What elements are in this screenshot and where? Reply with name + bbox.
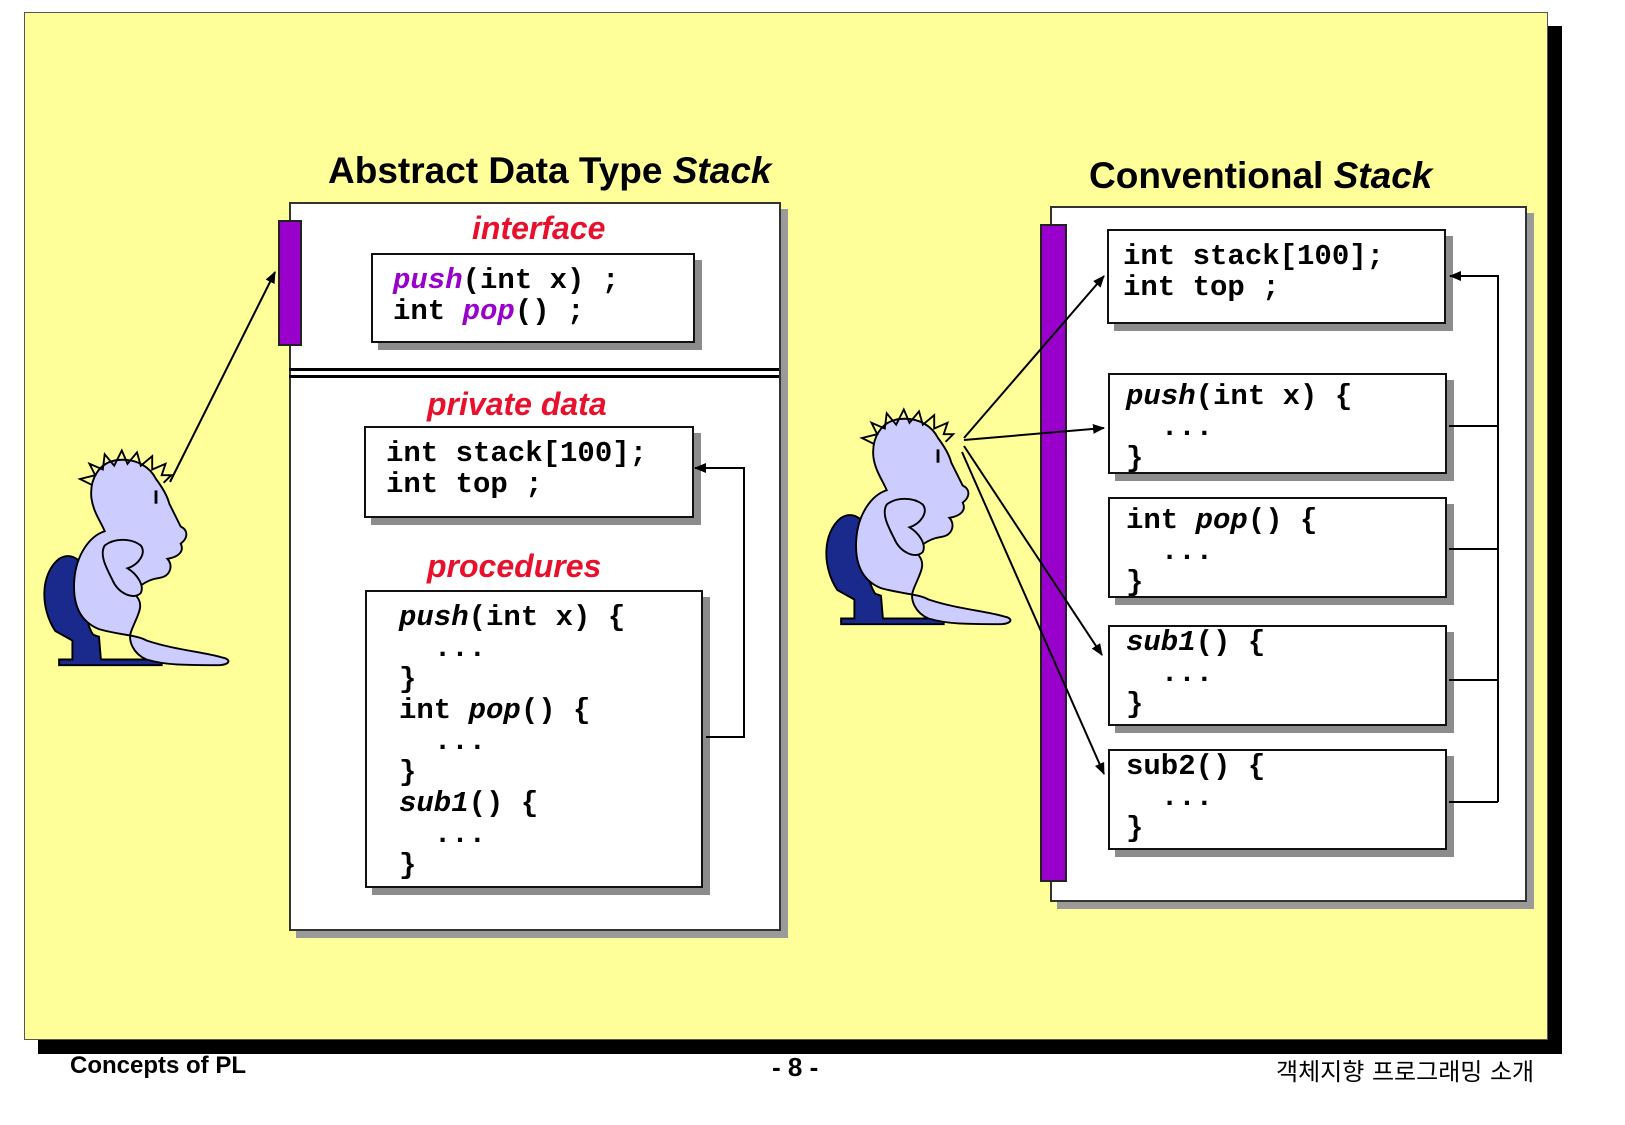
adt-title-prefix: Abstract Data Type <box>328 150 673 191</box>
conv-pop-rest: () { <box>1247 504 1318 537</box>
arrow-person-to-sub2 <box>961 451 1105 775</box>
arrow-procedures-to-conventional-data <box>1449 271 1499 803</box>
conv-sub1-rest: () { <box>1195 626 1266 659</box>
conventional-push-box: push(int x) { ... } <box>1108 373 1447 474</box>
proc-push-close: } <box>399 663 417 696</box>
conv-line-stack: int stack[100]; <box>1123 240 1385 273</box>
arrow-procedures-to-private-data <box>694 463 745 738</box>
conv-push-fn: push <box>1126 380 1196 413</box>
private-data-label: private data <box>427 386 607 422</box>
proc-push-dots: ... <box>433 632 487 665</box>
conv-sub1-dots: ... <box>1160 657 1214 690</box>
private-line-stack: int stack[100]; <box>386 437 648 470</box>
proc-sub1-dots: ... <box>433 818 487 851</box>
conv-sub2-close: } <box>1126 812 1144 845</box>
conv-pop-dots: ... <box>1160 535 1214 568</box>
proc-pop-fn: pop <box>468 694 521 727</box>
proc-push-fn: push <box>399 601 469 634</box>
conventional-sub2-box: sub2() { ... } <box>1108 749 1447 850</box>
footer-right: 객체지향 프로그래밍 소개 <box>1276 1058 1535 1086</box>
arrow-person-to-push <box>963 423 1105 441</box>
conv-push-close: } <box>1126 442 1144 475</box>
conventional-pop-box: int pop() { ... } <box>1108 497 1447 598</box>
conv-push-dots: ... <box>1160 411 1214 444</box>
conv-sub2-fn: sub2 <box>1126 750 1196 783</box>
procedures-label: procedures <box>427 548 602 584</box>
conventional-title-prefix: Conventional <box>1089 155 1334 196</box>
footer-page-number: - 8 - <box>772 1052 819 1082</box>
interface-divider <box>289 368 779 371</box>
proc-pop-rest: () { <box>520 694 591 727</box>
interface-pop-rest: () ; <box>514 295 585 328</box>
arrow-person-to-sub1 <box>963 445 1103 656</box>
private-data-code-box: int stack[100]; int top ; <box>364 426 694 518</box>
adt-title: Abstract Data Type Stack <box>328 150 771 192</box>
footer-left: Concepts of PL <box>70 1052 247 1079</box>
conv-line-top: int top ; <box>1123 271 1280 304</box>
interface-divider-second <box>289 375 779 378</box>
interface-code-box: push(int x) ; int pop() ; <box>371 253 695 343</box>
conv-sub1-fn: sub1 <box>1126 626 1196 659</box>
conv-sub2-rest: () { <box>1195 750 1266 783</box>
conventional-data-box: int stack[100]; int top ; <box>1107 229 1446 324</box>
thinking-person-icon <box>42 449 230 667</box>
conv-sub1-close: } <box>1126 688 1144 721</box>
procedures-code-box: push(int x) { ... } int pop() { ... } su… <box>365 590 703 888</box>
conv-pop-type: int <box>1126 504 1196 537</box>
conv-push-rest: (int x) { <box>1195 380 1353 413</box>
conv-pop-fn: pop <box>1195 504 1248 537</box>
interface-label: interface <box>472 210 606 246</box>
proc-sub1-rest: () { <box>468 787 539 820</box>
private-line-top: int top ; <box>386 468 543 501</box>
interface-pop-fn: pop <box>462 295 515 328</box>
adt-interface-bar <box>278 220 302 346</box>
proc-pop-dots: ... <box>433 725 487 758</box>
proc-pop-type: int <box>399 694 469 727</box>
conventional-title-italic: Stack <box>1333 155 1433 196</box>
proc-sub1-fn: sub1 <box>399 787 469 820</box>
interface-pop-type: int <box>393 295 463 328</box>
interface-push-rest: (int x) ; <box>462 264 620 297</box>
proc-pop-close: } <box>399 756 417 789</box>
thinking-person-icon <box>824 408 1012 626</box>
conventional-title: Conventional Stack <box>1089 155 1432 197</box>
arrow-person-to-data <box>963 275 1105 439</box>
conv-sub2-dots: ... <box>1160 781 1214 814</box>
conventional-sub1-box: sub1() { ... } <box>1108 625 1447 726</box>
proc-push-rest: (int x) { <box>468 601 626 634</box>
conv-pop-close: } <box>1126 566 1144 599</box>
adt-title-italic: Stack <box>672 150 772 191</box>
proc-sub1-close: } <box>399 849 417 882</box>
interface-push-fn: push <box>393 264 463 297</box>
arrow-person-to-interface <box>169 271 276 483</box>
